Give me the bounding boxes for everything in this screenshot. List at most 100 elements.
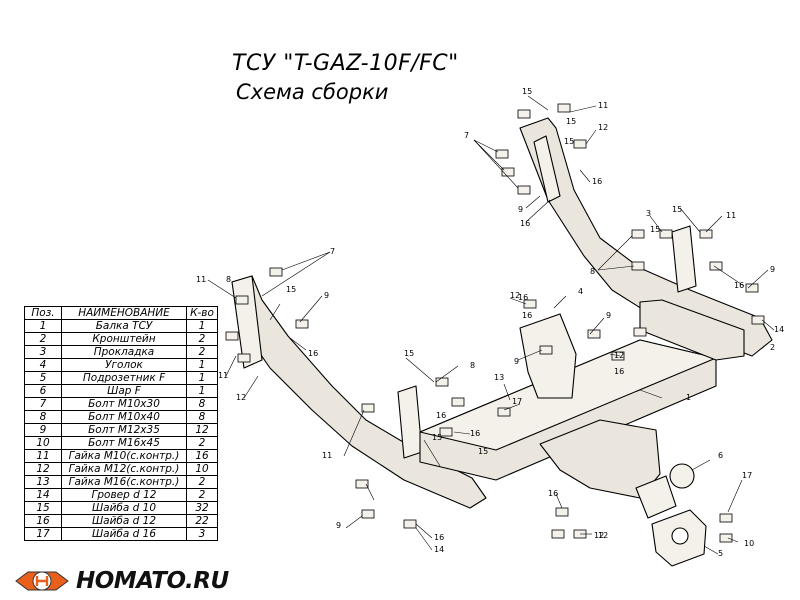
parts-cell-quantity: 2	[186, 332, 218, 346]
parts-cell-position: 1	[24, 319, 62, 333]
parts-cell-name: Балка ТСУ	[61, 319, 187, 333]
callout-label: 5	[718, 549, 723, 558]
callout-label: 12	[614, 351, 624, 360]
callout-label: 9	[324, 291, 329, 300]
header-name: НАИМЕНОВАНИЕ	[61, 306, 187, 320]
parts-cell-quantity: 1	[186, 384, 218, 398]
parts-cell-quantity: 16	[186, 449, 218, 463]
parts-cell-name: Шар F	[61, 384, 187, 398]
callout-label: 15	[432, 433, 442, 442]
parts-cell-quantity: 10	[186, 462, 218, 476]
parts-cell-name: Болт М12х35	[61, 423, 187, 437]
callout-label: 15	[564, 137, 574, 146]
parts-cell-quantity: 2	[186, 475, 218, 489]
parts-cell-name: Подрозетник F	[61, 371, 187, 385]
parts-cell-position: 8	[24, 410, 62, 424]
callout-label: 16	[734, 281, 744, 290]
callout-label: 16	[548, 489, 558, 498]
parts-table-header: Поз. НАИМЕНОВАНИЕ К-во	[24, 306, 218, 320]
tow-ball	[669, 463, 695, 489]
callout-label: 7	[464, 131, 469, 140]
parts-cell-position: 10	[24, 436, 62, 450]
callout-label: 11	[218, 371, 228, 380]
callout-label: 8	[590, 267, 595, 276]
header-quantity: К-во	[186, 306, 218, 320]
callout-label: 12	[598, 123, 608, 132]
diagram-title: ТСУ "T-GAZ-10F/FC"	[232, 51, 459, 76]
callout-label: 15	[404, 349, 414, 358]
parts-cell-name: Уголок	[61, 358, 187, 372]
parts-cell-quantity: 2	[186, 345, 218, 359]
parts-cell-position: 14	[24, 488, 62, 502]
callout-label: 14	[434, 545, 444, 554]
callout-label: 16	[518, 293, 528, 302]
callout-label: 15	[650, 225, 660, 234]
parts-cell-position: 5	[24, 371, 62, 385]
bracket-left	[231, 275, 487, 509]
parts-cell-quantity: 32	[186, 501, 218, 515]
callout-label: 16	[470, 429, 480, 438]
parts-cell-name: Гайка М16(с.контр.)	[61, 475, 187, 489]
parts-cell-position: 13	[24, 475, 62, 489]
parts-cell-position: 4	[24, 358, 62, 372]
parts-cell-quantity: 3	[186, 527, 218, 541]
callout-label: 17	[742, 471, 752, 480]
parts-cell-position: 6	[24, 384, 62, 398]
parts-cell-quantity: 22	[186, 514, 218, 528]
parts-cell-position: 15	[24, 501, 62, 515]
callout-label: 15	[522, 87, 532, 96]
callout-label: 12	[598, 531, 608, 540]
ball-mount-plate	[635, 475, 677, 519]
callout-label: 15	[566, 117, 576, 126]
homato-logo: HOMATO.RU	[8, 566, 229, 596]
callout-label: 9	[514, 357, 519, 366]
callout-label: 17	[512, 397, 522, 406]
callout-label: 15	[478, 447, 488, 456]
angle-bracket	[519, 313, 577, 399]
parts-cell-name: Прокладка	[61, 345, 187, 359]
callout-label: 7	[330, 247, 335, 256]
parts-cell-position: 11	[24, 449, 62, 463]
callout-label: 16	[308, 349, 318, 358]
callout-label: 1	[686, 393, 691, 402]
callout-label: 11	[322, 451, 332, 460]
parts-cell-quantity: 1	[186, 371, 218, 385]
callout-label: 9	[336, 521, 341, 530]
parts-cell-position: 7	[24, 397, 62, 411]
bracket-right-flange	[533, 135, 561, 203]
diagram-subtitle: Схема сборки	[236, 80, 389, 104]
parts-cell-name: Болт М10х40	[61, 410, 187, 424]
callout-label: 16	[592, 177, 602, 186]
callout-label: 16	[436, 411, 446, 420]
parts-cell-name: Болт М10х30	[61, 397, 187, 411]
parts-cell-name: Шайба d 10	[61, 501, 187, 515]
parts-cell-name: Гровер d 12	[61, 488, 187, 502]
callout-label: 4	[578, 287, 583, 296]
parts-cell-position: 3	[24, 345, 62, 359]
callout-label: 12	[236, 393, 246, 402]
parts-cell-name: Гайка М12(с.контр.)	[61, 462, 187, 476]
callout-label: 16	[434, 533, 444, 542]
callout-label: 9	[518, 205, 523, 214]
parts-cell-quantity: 12	[186, 423, 218, 437]
callout-label: 11	[598, 101, 608, 110]
callout-label: 8	[226, 275, 231, 284]
parts-cell-position: 2	[24, 332, 62, 346]
callout-label: 13	[494, 373, 504, 382]
